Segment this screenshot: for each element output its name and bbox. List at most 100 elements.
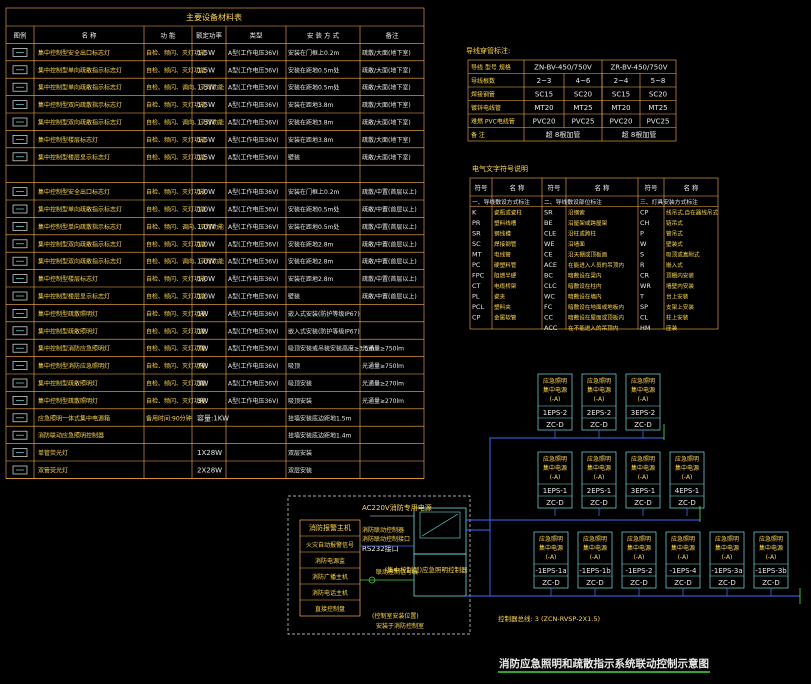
- eps-box-title: (-A): [638, 396, 649, 403]
- eps-box-title: (-A): [682, 474, 693, 481]
- equipment-note-cell: 疏散/中置(首层以上): [362, 258, 417, 266]
- equipment-install-cell: 壁装: [288, 153, 300, 161]
- symbol-cell: 沿墙面: [568, 240, 585, 248]
- symbol-cell: MT: [472, 251, 482, 259]
- controller-cabinet: [413, 553, 467, 597]
- symbol-cell: 瓷夹: [494, 293, 506, 301]
- equipment-install-cell: 嵌入式安装(防护等级IP67): [288, 327, 360, 335]
- equipment-function-cell: 自检、频闪、调向、灭灯功能: [146, 258, 224, 266]
- eps-box-id: 1EPS-2: [543, 409, 568, 417]
- symbol-cell: P: [640, 230, 644, 238]
- symbol-cell: 线吊式,自在器线吊式: [666, 209, 719, 217]
- bus-lines: [466, 437, 800, 597]
- eps-box-title: (-A): [634, 554, 645, 561]
- symbol-header-cell: 符号: [475, 183, 489, 192]
- equipment-function-cell: 备用时间:90分钟: [146, 414, 192, 422]
- symbol-cell: CP: [472, 314, 481, 322]
- symbol-cell: ACC: [544, 324, 558, 332]
- equipment-power-cell: 1.5W: [197, 153, 215, 161]
- symbol-cell: WC: [544, 293, 555, 301]
- eps-box-title: (-A): [594, 474, 605, 481]
- eps-box-title: 集中电源: [627, 544, 651, 552]
- symbol-table-title: 电气文字符号说明: [472, 164, 528, 173]
- wire-row-value: SC15: [535, 91, 553, 99]
- controller-monitor: [413, 507, 467, 555]
- equipment-function-cell: 自检、频闪、调向、灭灯功能: [146, 84, 224, 92]
- equipment-name-cell: 集中控制型楼层显示标志灯: [38, 153, 110, 161]
- symbol-cell: 台上安装: [666, 293, 689, 301]
- equipment-note-cell: 疏散/大面(地下室): [362, 66, 411, 74]
- equipment-name-cell: 消防联动应急照明控制器: [38, 432, 104, 440]
- equipment-install-cell: 挂墙安装底边距地1.5m: [288, 414, 352, 422]
- equipment-name-cell: 单管荧光灯: [38, 449, 68, 457]
- eps-box-title: 集中电源: [539, 544, 563, 552]
- equipment-note-cell: 光通量≥750lm: [362, 345, 404, 353]
- equipment-power-cell: 1.0W: [197, 206, 215, 214]
- equipment-name-cell: 集中控制型安全出口标志灯: [38, 49, 110, 57]
- symbol-cell: PR: [472, 219, 481, 227]
- equipment-function-cell: 自检、频闪、灭灯功能: [146, 327, 206, 335]
- equipment-function-cell: 自检、频闪、灭灯功能: [146, 293, 206, 301]
- eps-box-title: 集中电源: [675, 464, 699, 472]
- legend-symbol-icon: [12, 465, 28, 475]
- symbol-cell: 焊接钢管: [494, 240, 517, 248]
- equipment-type-cell: A型(工作电压36V): [228, 310, 279, 318]
- eps-box-id: -1EPS-1b: [579, 567, 611, 575]
- equipment-power-cell: 1.0W: [197, 188, 215, 196]
- equipment-power-cell: 1.5W: [197, 84, 215, 92]
- symbol-cell: FC: [544, 303, 553, 311]
- symbol-cell: BE: [544, 219, 553, 227]
- equipment-name-cell: 集中控制型单向疏散指示标志灯: [38, 206, 122, 214]
- wire-row-label: 焊接钢管: [471, 91, 495, 99]
- symbol-cell: SR: [544, 209, 553, 217]
- symbol-cell: 暗敷设在梁内: [568, 272, 602, 280]
- equipment-note-cell: 光通量≥270lm: [362, 380, 404, 388]
- equipment-function-cell: 自检、频闪、灭灯功能: [146, 153, 206, 161]
- wire-row-value: 4~6: [576, 77, 591, 85]
- equipment-note-cell: 疏散/大面(地下室): [362, 84, 411, 92]
- symbol-cell: 柱上安装: [666, 314, 689, 322]
- symbol-cell: 沿柱或跨柱: [568, 230, 596, 238]
- equipment-install-cell: 吸顶安装或吊装安装高度≥3.5m: [288, 345, 375, 353]
- equipment-type-cell: A型(工作电压36V): [228, 327, 279, 335]
- symbol-cell: T: [639, 293, 644, 301]
- eps-box-id: 2EPS-2: [587, 409, 612, 417]
- equipment-type-cell: A型(工作电压36V): [228, 153, 279, 161]
- equipment-power-cell: 1.0W: [197, 240, 215, 248]
- legend-symbol-icon: [12, 343, 28, 353]
- ac-power-label: AC220V消防专用电源: [362, 503, 432, 512]
- equipment-install-cell: 安装在距地2.8m: [288, 258, 334, 266]
- equipment-power-cell: 1.5W: [197, 49, 215, 57]
- wire-row-value: PVC25: [572, 118, 595, 126]
- legend-symbol-icon: [12, 413, 28, 423]
- legend-symbol-icon: [12, 256, 28, 266]
- eps-box-code: ZC-D: [634, 421, 652, 429]
- eps-box-title: 集中电源: [587, 386, 611, 394]
- symbol-cell: 瓷瓶或瓷柱: [494, 209, 522, 217]
- equipment-name-cell: 集中控制型疏散照明灯: [38, 397, 98, 405]
- eps-box-title: 集中电源: [543, 464, 567, 472]
- symbol-cell: CR: [640, 272, 650, 280]
- symbol-header-cell: 名 称: [594, 183, 610, 192]
- equipment-table-title: 主要设备材料表: [186, 12, 242, 22]
- equipment-function-cell: 自检、频闪、灭灯功能: [146, 240, 206, 248]
- eps-box-title: 应急照明: [583, 535, 607, 543]
- equipment-type-cell: A型(工作电压36V): [228, 397, 279, 405]
- legend-symbol-icon: [12, 204, 28, 214]
- eps-box-title: 应急照明: [675, 455, 699, 463]
- legend-symbol-icon: [12, 65, 28, 75]
- equipment-table: 主要设备材料表 图例名 称功 能额定功率类型安 装 方 式备注集中控制型安全出口…: [5, 7, 425, 479]
- symbol-cell: 管吊式: [666, 230, 683, 238]
- eps-box-title: 应急照明: [671, 535, 695, 543]
- controller-screen: [419, 511, 461, 539]
- equipment-type-cell: A型(工作电压36V): [228, 119, 279, 127]
- equipment-note-cell: 疏散/中置(首层以上): [362, 223, 417, 231]
- symbol-section-label: 一、导线敷设方式标注: [472, 198, 530, 206]
- signal-label: 消防联动控制接口: [362, 535, 410, 543]
- symbol-cell: 在不能进入的吊顶内: [568, 324, 619, 332]
- rs232-label: RS232接口: [362, 544, 399, 553]
- equipment-note-cell: 疏散/中置(首层以上): [362, 293, 417, 301]
